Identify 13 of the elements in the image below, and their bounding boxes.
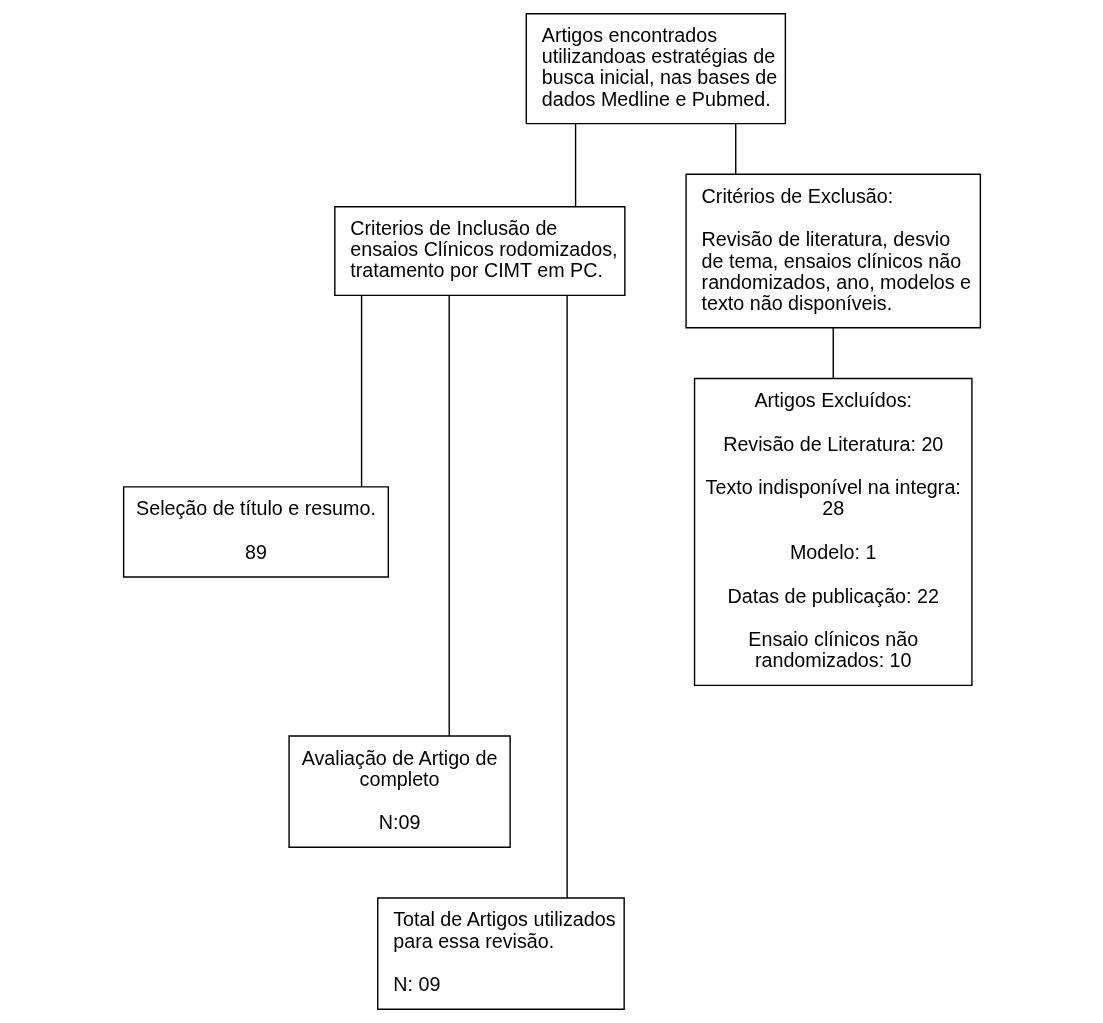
node-box: Artigos encontrados utilizandoas estratégias de busca inicial, nas bases de dados Medline e Pubmed. (525, 13, 786, 125)
node-box: Total de Artigos utilizados para essa revisão. N: 09 (376, 897, 625, 1010)
connector (565, 294, 568, 899)
node-box: Avaliação de Artigo de completo N:09 (287, 735, 511, 848)
connector (448, 295, 450, 737)
connector (360, 294, 362, 488)
node-box: Seleção de título e resumo. 89 (122, 486, 389, 578)
node-box: Criterios de Inclusão de ensaios Clínicos rodomizados, tratamento por CIMT em PC. (333, 205, 626, 297)
node-box: Artigos Excluídos: Revisão de Literatura: 20 Texto indisponível na integra: 28 Modelo: 1 Datas de publicação: 22 Ensaio clínicos não randomizados: 10 (693, 377, 973, 687)
connector (574, 123, 576, 208)
node-box: Critérios de Exclusão: Revisão de literatura, desvio de tema, ensaios clínicos não randomizados, ano, modelos e texto não disponíveis. (684, 173, 981, 329)
connector (734, 123, 736, 175)
connector (832, 327, 834, 379)
